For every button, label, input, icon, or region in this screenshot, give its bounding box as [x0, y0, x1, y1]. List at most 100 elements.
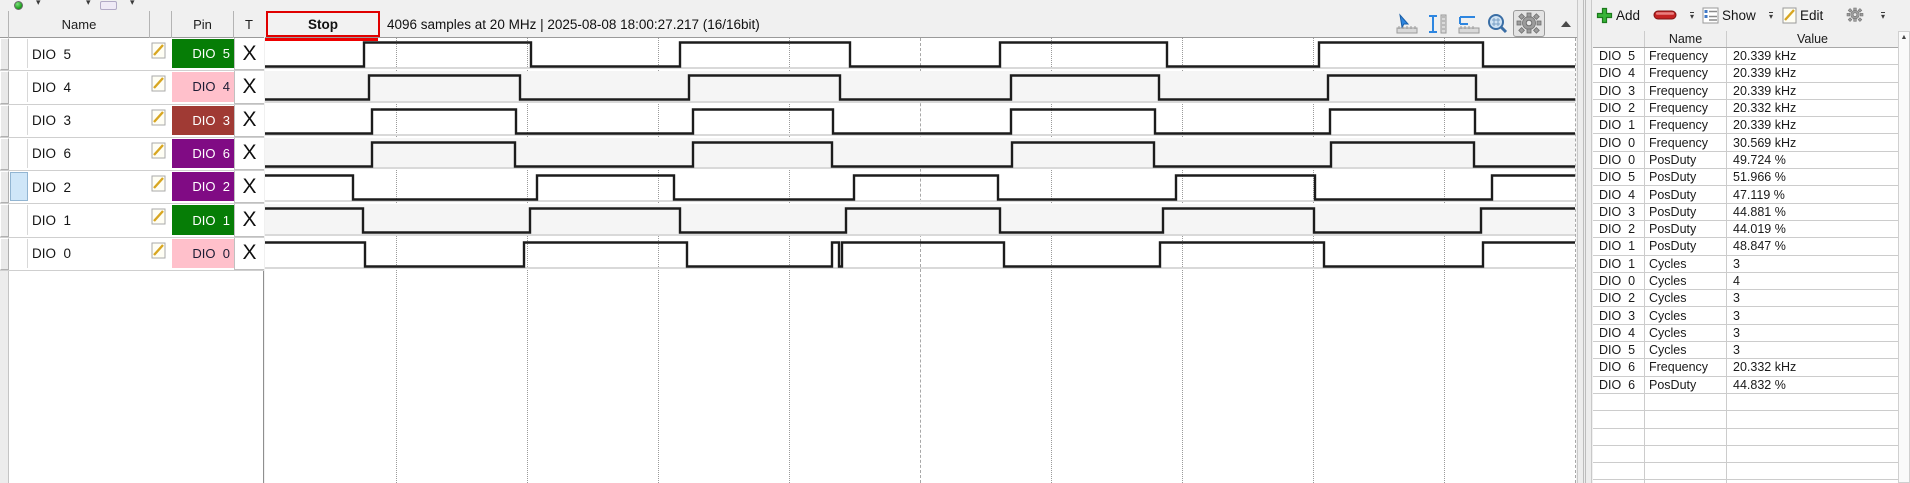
- note-icon[interactable]: [151, 75, 166, 92]
- empty-measurement-row[interactable]: [1593, 445, 1898, 464]
- remove-measurement-button[interactable]: [1653, 4, 1677, 26]
- show-measurements-button[interactable]: Show: [1702, 4, 1756, 26]
- edit-measurement-button[interactable]: Edit: [1782, 4, 1823, 26]
- empty-measurement-row[interactable]: [1593, 393, 1898, 412]
- row-selection-indicator[interactable]: [10, 138, 28, 169]
- row-selection-indicator[interactable]: [10, 39, 28, 69]
- empty-measurement-row[interactable]: [1593, 463, 1898, 481]
- pin-badge[interactable]: DIO 1: [172, 205, 234, 235]
- pin-badge[interactable]: DIO 4: [172, 72, 234, 102]
- dropdown-caret-icon[interactable]: ▾: [36, 0, 41, 7]
- empty-measurement-row[interactable]: [1593, 480, 1898, 483]
- empty-measurement-row[interactable]: [1593, 428, 1898, 446]
- waveform-plot[interactable]: [265, 38, 1576, 483]
- trigger-condition-cell[interactable]: X: [234, 137, 264, 171]
- pin-badge[interactable]: DIO 0: [172, 238, 234, 268]
- note-icon[interactable]: [151, 175, 166, 192]
- dropdown-caret-icon[interactable]: ▾: [130, 0, 135, 7]
- header-value-cell[interactable]: Value: [1796, 32, 1829, 46]
- column-header-trigger[interactable]: T: [245, 17, 253, 32]
- empty-measurement-row[interactable]: [1593, 411, 1898, 429]
- waveform-row[interactable]: [265, 105, 1575, 136]
- row-selection-indicator[interactable]: [10, 172, 28, 202]
- collapse-up-icon[interactable]: [1559, 13, 1573, 35]
- note-icon[interactable]: [151, 142, 166, 159]
- trigger-condition-cell[interactable]: X: [234, 104, 264, 137]
- row-grip[interactable]: [0, 137, 9, 171]
- waveform-row[interactable]: [265, 38, 1575, 70]
- measurements-scrollbar[interactable]: [1898, 31, 1910, 483]
- show-dropdown-caret[interactable]: ▾: [1769, 12, 1774, 21]
- row-grip[interactable]: [0, 71, 9, 104]
- header-name-cell[interactable]: Name: [1645, 31, 1727, 47]
- waveform-row[interactable]: [265, 71, 1575, 103]
- plot-settings-button[interactable]: [1513, 10, 1545, 37]
- dropdown-caret-icon[interactable]: ▾: [86, 0, 91, 7]
- row-selection-indicator[interactable]: [10, 105, 28, 135]
- pin-badge[interactable]: DIO 3: [172, 105, 234, 135]
- scroll-up-icon[interactable]: ▲: [1900, 33, 1908, 41]
- row-selection-indicator[interactable]: [10, 238, 28, 268]
- trigger-condition-cell[interactable]: X: [234, 204, 264, 237]
- trigger-condition-cell[interactable]: X: [234, 71, 264, 104]
- trigger-condition-cell[interactable]: X: [234, 38, 264, 71]
- column-header-pin[interactable]: Pin: [172, 11, 234, 38]
- row-selection-indicator[interactable]: [10, 205, 28, 235]
- stop-button[interactable]: Stop: [266, 11, 380, 37]
- trigger-condition-cell[interactable]: X: [234, 237, 264, 270]
- waveform-row[interactable]: [265, 137, 1575, 170]
- note-icon[interactable]: [151, 242, 166, 259]
- waveform-row[interactable]: [265, 238, 1575, 269]
- add-measurement-button[interactable]: Add: [1596, 4, 1640, 26]
- remove-dropdown-caret[interactable]: ▾: [1690, 12, 1695, 21]
- column-header-note[interactable]: [150, 11, 172, 38]
- panel-splitter[interactable]: [1577, 0, 1592, 483]
- waveform-row[interactable]: [265, 204, 1575, 236]
- settings-dropdown-caret[interactable]: ▾: [1881, 12, 1886, 21]
- row-grip[interactable]: [0, 204, 9, 237]
- pin-badge[interactable]: DIO 2: [172, 172, 234, 202]
- note-icon[interactable]: [151, 42, 166, 59]
- pin-badge[interactable]: DIO 5: [172, 39, 234, 69]
- column-header-name[interactable]: Name: [9, 11, 150, 38]
- measurements-settings-button[interactable]: [1845, 4, 1865, 26]
- trigger-condition-cell[interactable]: X: [234, 171, 264, 204]
- horizontal-measure-icon[interactable]: [1457, 13, 1481, 35]
- pin-badge[interactable]: DIO 6: [172, 138, 234, 169]
- note-icon[interactable]: [151, 109, 166, 126]
- note-icon[interactable]: [151, 208, 166, 225]
- zoom-icon[interactable]: [1485, 13, 1509, 35]
- row-selection-indicator[interactable]: [10, 72, 28, 102]
- vertical-measure-icon[interactable]: [1425, 13, 1449, 35]
- row-grip[interactable]: [0, 38, 9, 71]
- row-grip[interactable]: [0, 171, 9, 204]
- row-grip[interactable]: [0, 237, 9, 270]
- window-icon[interactable]: [100, 1, 117, 10]
